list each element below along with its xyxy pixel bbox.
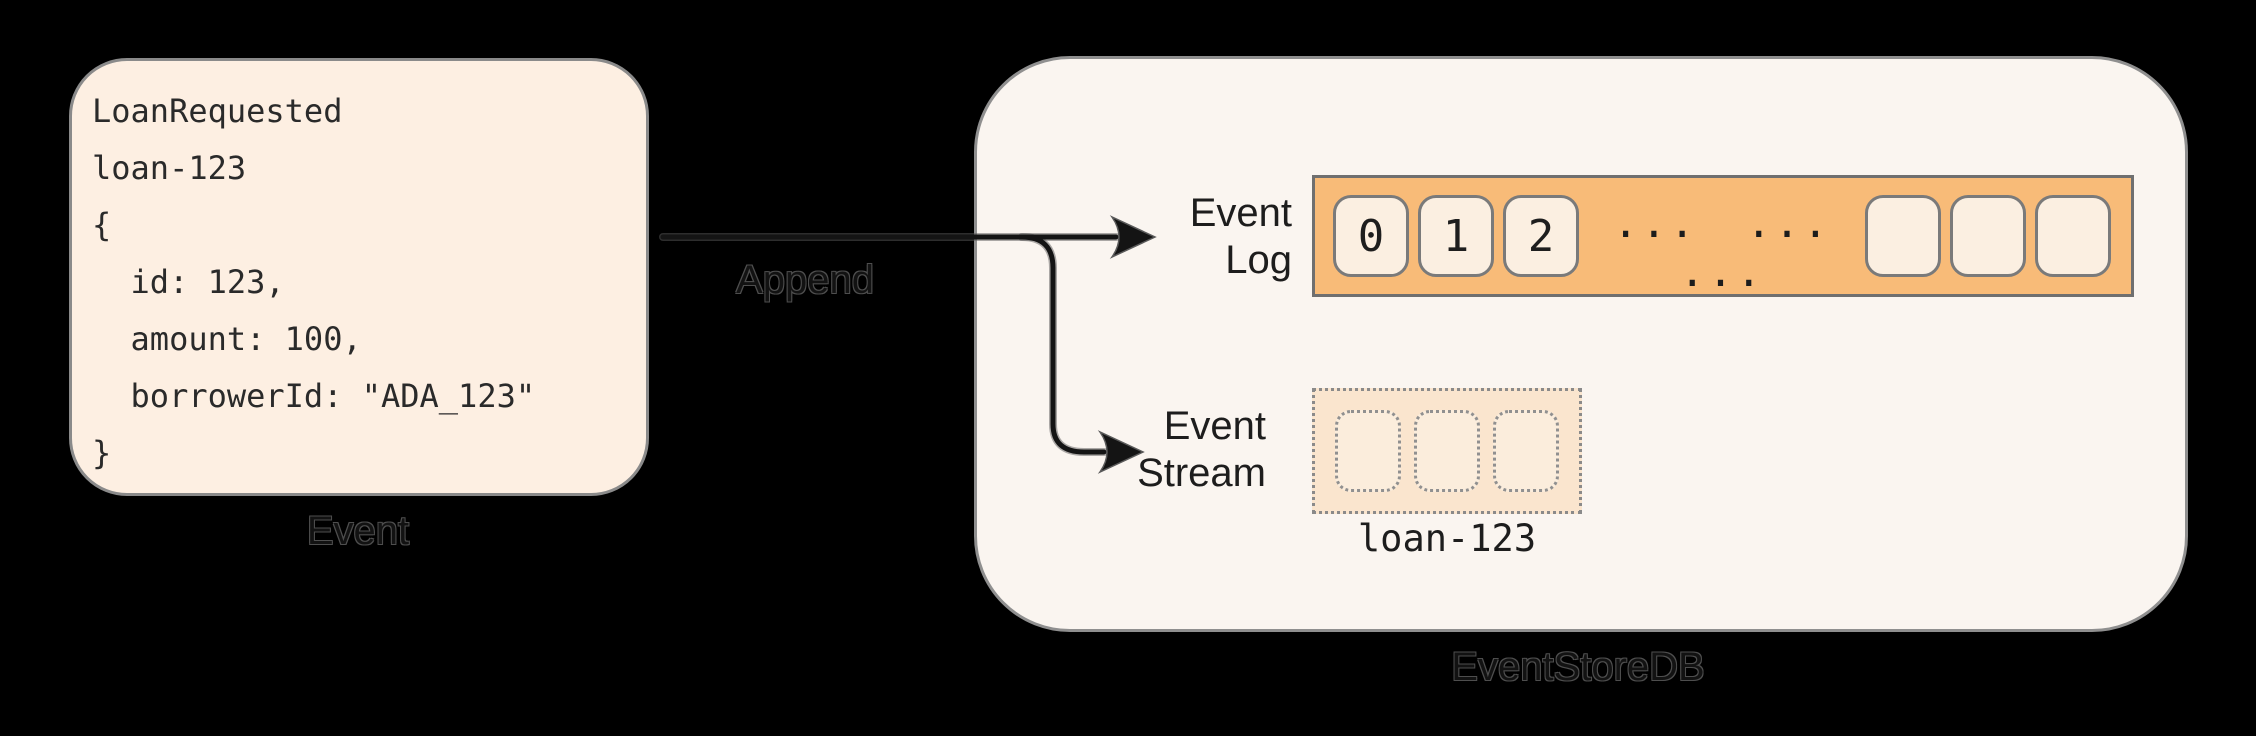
event-code: LoanRequested loan-123 { id: 123, amount… — [92, 92, 536, 472]
event-stream-empty-cell — [1414, 410, 1480, 492]
event-log-cell-0-value: 0 — [1357, 210, 1385, 262]
event-log-cell-0: 0 — [1333, 195, 1409, 277]
append-arrow-label: Append — [736, 258, 874, 302]
eventstoredb-caption: EventStoreDB — [1451, 645, 1705, 689]
event-log-cell-2: 2 — [1503, 195, 1579, 277]
event-card: LoanRequested loan-123 { id: 123, amount… — [69, 58, 649, 496]
event-card-caption: Event — [306, 509, 410, 553]
event-log-label: Event Log — [1072, 190, 1292, 284]
event-log-label-line1: Event — [1189, 191, 1292, 235]
event-stream-label-line2: Stream — [1137, 451, 1266, 495]
event-stream-empty-cell — [1493, 410, 1559, 492]
event-stream-name: loan-123 — [1357, 517, 1537, 560]
eventstoredb-box — [974, 56, 2188, 632]
event-log-bar: 0 1 2 ... ... ... — [1312, 175, 2134, 297]
event-log-ellipsis: ... ... ... — [1612, 198, 1831, 296]
event-log-cell-1-value: 1 — [1442, 210, 1470, 262]
event-log-label-line2: Log — [1225, 238, 1292, 282]
event-log-cell-2-value: 2 — [1527, 210, 1555, 262]
event-log-empty-cell — [1865, 195, 1941, 277]
event-stream-empty-cell — [1335, 410, 1401, 492]
event-stream-label-line1: Event — [1163, 404, 1266, 448]
event-stream-label: Event Stream — [1046, 403, 1266, 497]
event-stream-box — [1312, 388, 1582, 514]
event-log-empty-cell — [2035, 195, 2111, 277]
event-log-cell-1: 1 — [1418, 195, 1494, 277]
event-log-empty-cell — [1950, 195, 2026, 277]
